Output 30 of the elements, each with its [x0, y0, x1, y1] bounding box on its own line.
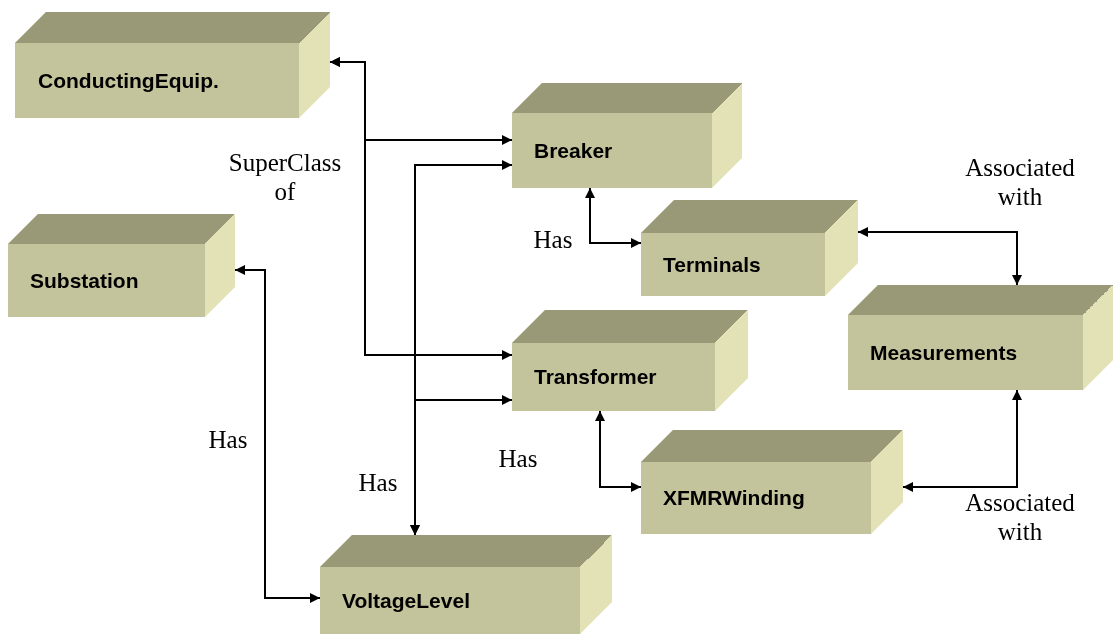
class-box	[848, 285, 1113, 390]
class-box	[641, 200, 858, 296]
connector-arrow	[410, 395, 513, 536]
edge-label: Has	[497, 444, 539, 473]
class-name: Breaker	[534, 138, 613, 163]
connector-arrow	[585, 187, 642, 248]
connector-arrow	[902, 389, 1022, 492]
class-box	[320, 535, 612, 634]
edge-label: Associated with	[964, 153, 1076, 211]
class-name: VoltageLevel	[342, 588, 470, 613]
edge-label: Has	[357, 468, 399, 497]
class-box	[512, 83, 742, 188]
class-box	[8, 214, 235, 317]
class-box	[641, 430, 903, 534]
class-name: XFMRWinding	[663, 486, 805, 510]
edge-label: SuperClass of	[227, 148, 343, 206]
class-name: Terminals	[663, 252, 761, 277]
class-name: Substation	[30, 268, 139, 293]
edge-label: Has	[207, 425, 249, 454]
class-box	[15, 12, 330, 118]
connector-arrow	[234, 265, 321, 603]
connector-arrow	[329, 57, 513, 360]
class-box	[512, 310, 748, 411]
edge-label: Has	[532, 225, 574, 254]
edge-label: Associated with	[964, 488, 1076, 546]
class-name: ConductingEquip.	[38, 68, 219, 93]
class-name: Transformer	[534, 365, 657, 389]
connector-arrow	[857, 227, 1022, 286]
connector-arrow	[595, 410, 642, 492]
class-name: Measurements	[870, 340, 1018, 365]
